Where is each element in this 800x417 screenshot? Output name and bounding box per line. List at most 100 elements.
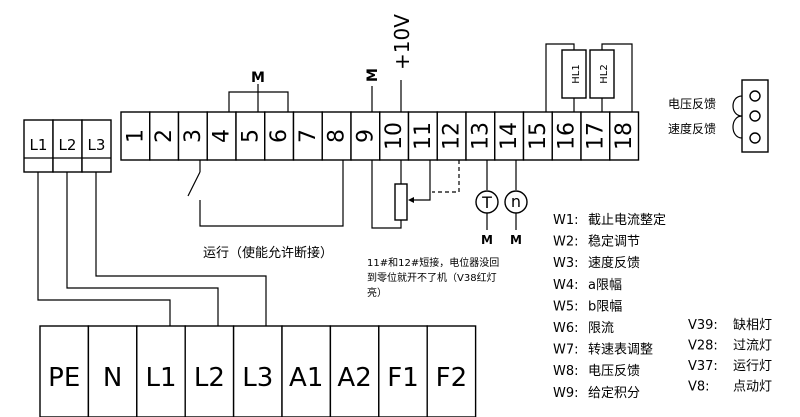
m-label-n: M (510, 233, 522, 247)
pot-code: W1: (553, 213, 579, 228)
lamp-code: V8: (688, 380, 710, 395)
bottom-terminal-cell (281, 325, 332, 417)
pot-desc: 转速表调整 (588, 343, 653, 358)
top-terminal-number: 4 (210, 129, 235, 143)
lamp-code: V28: (688, 339, 718, 354)
input-terminal-label: L3 (88, 136, 106, 154)
top-terminal-cell (465, 111, 496, 161)
top-terminal-cell (321, 111, 352, 161)
top-terminal-number: 3 (181, 129, 206, 143)
voltage-feedback-label: 电压反馈 (668, 97, 716, 111)
hl2-label: HL2 (599, 64, 610, 83)
bottom-terminal-cell (329, 325, 380, 417)
top-terminal-number: 9 (353, 129, 378, 143)
input-terminal-label: L1 (30, 136, 48, 154)
plus10v-wire: +10V (390, 14, 414, 112)
bottom-terminal-cell (136, 325, 186, 417)
bottom-terminal-label: N (103, 363, 122, 393)
top-terminal-number: 11 (411, 122, 436, 150)
motor-label-1: M (251, 70, 265, 86)
input-terminal-cell (81, 119, 112, 173)
top-terminal-cell (264, 111, 295, 161)
top-terminal-cell (494, 111, 525, 161)
n-meter-label: n (511, 192, 521, 211)
short-note: 11#和12#短接，电位器没回 到零位就开不了机（V38红灯 亮） (367, 256, 499, 299)
pot-desc: b限幅 (588, 299, 622, 314)
bottom-terminal-label: PE (48, 363, 80, 393)
top-terminal-number: 16 (555, 122, 580, 150)
top-terminal-cell (350, 111, 381, 161)
lamp-desc: 点动灯 (733, 380, 772, 395)
indicator-lamps: HL1 HL2 (545, 43, 633, 112)
bottom-terminal-label: A1 (289, 363, 323, 393)
terminal-9-m-wire: M (365, 68, 381, 112)
top-terminal-number: 5 (238, 129, 263, 143)
pot-code: W9: (553, 386, 579, 401)
top-terminal-number: 15 (526, 122, 551, 150)
plus10v-label: +10V (390, 14, 414, 70)
top-terminal-number: 12 (440, 122, 465, 150)
m-label-t: M (481, 233, 493, 247)
pot-desc: 截止电流整定 (588, 213, 666, 228)
top-terminal-number: 17 (583, 122, 608, 150)
meters-13-14: T M n M (475, 160, 528, 247)
pot-code: W3: (553, 256, 579, 271)
pot-code: W7: (553, 343, 579, 358)
pot-desc: 电压反馈 (588, 364, 640, 379)
pot-code: W5: (553, 299, 579, 314)
top-terminal-number: 10 (382, 122, 407, 150)
input-terminal-cell (23, 119, 54, 173)
t-meter-label: T (481, 193, 492, 212)
lamp-code: V39: (688, 318, 718, 333)
motor-label-2: M (365, 68, 381, 82)
lamp-code: V37: (688, 359, 718, 374)
input-terminal-strip: L1 L2 L3 (23, 119, 112, 173)
supply-wires (37, 172, 267, 326)
pot-desc: 给定积分 (588, 386, 640, 401)
lamp-desc: 缺相灯 (733, 318, 772, 333)
top-terminal-cell (235, 111, 266, 161)
bottom-terminal-label: L1 (145, 363, 176, 393)
bottom-terminal-cell (39, 325, 90, 417)
bottom-terminal-label: L2 (194, 363, 225, 393)
run-note: 运行（使能允许断接） (203, 245, 333, 261)
top-terminal-cell (379, 111, 410, 161)
speed-feedback-label: 速度反馈 (668, 121, 716, 136)
input-terminal-label: L2 (59, 136, 77, 154)
hl1-label: HL1 (571, 64, 582, 83)
pot-code: W6: (553, 321, 579, 336)
bottom-terminal-label: F2 (436, 363, 468, 393)
potentiometer-legend: W1:截止电流整定W2:稳定调节W3:速度反馈W4:a限幅W5:b限幅W6:限流… (553, 213, 666, 401)
run-switch: 运行（使能允许断接） (187, 160, 344, 261)
pot-desc: 速度反馈 (588, 255, 640, 271)
short-note-line-1: 11#和12#短接，电位器没回 (367, 256, 499, 269)
potentiometer-circuit (371, 160, 460, 229)
top-terminal-number: 1 (123, 129, 148, 143)
top-terminal-number: 6 (267, 129, 292, 143)
top-terminal-cell (149, 111, 180, 161)
short-note-line-3: 亮） (367, 286, 387, 299)
bottom-terminal-label: L3 (242, 363, 273, 393)
top-terminal-number: 8 (325, 129, 350, 143)
top-terminal-number: 14 (497, 122, 522, 150)
lamp-desc: 过流灯 (733, 339, 772, 354)
top-terminal-number: 13 (468, 122, 493, 150)
top-terminal-number: 7 (296, 129, 321, 143)
short-note-line-2: 到零位就开不了机（V38红灯 (367, 271, 497, 284)
top-terminal-cell (609, 111, 640, 161)
top-terminal-number: 2 (152, 129, 177, 143)
bottom-terminal-label: F1 (387, 363, 419, 393)
top-terminal-cell (436, 111, 467, 161)
top-terminal-cell (292, 111, 323, 161)
top-terminal-cell (120, 111, 151, 161)
bottom-terminal-cell (426, 325, 477, 417)
motor-bridge-4-6: M (228, 70, 289, 112)
top-terminal-number: 18 (612, 122, 637, 150)
pot-code: W2: (553, 235, 579, 250)
top-terminal-cell (580, 111, 611, 161)
pot-code: W8: (553, 364, 579, 379)
pot-desc: 稳定调节 (588, 234, 640, 250)
